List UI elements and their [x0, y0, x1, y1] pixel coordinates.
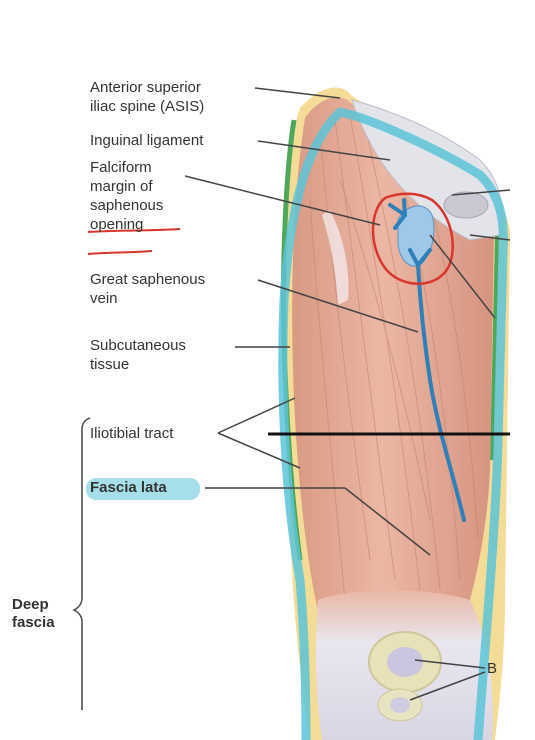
deep-fascia-bracket: [72, 417, 91, 710]
muscle-fibers: [309, 114, 479, 601]
label-great-saphenous-line1: Great saphenous: [90, 271, 206, 288]
femoral-sheath: [443, 191, 489, 219]
great-saphenous-vein: [388, 198, 466, 522]
underline-opening: [87, 250, 153, 255]
label-right-cut-b: B: [487, 660, 498, 677]
deep-fascia-line-right: [490, 234, 499, 461]
label-falciform-line1: Falciform: [90, 159, 152, 176]
label-great-saphenous-line2: vein: [90, 290, 118, 307]
fascia-lata-label-highlight: [86, 478, 200, 500]
label-fascia-lata: Fascia lata: [90, 479, 167, 496]
label-asis-line1: Anterior superior: [90, 79, 201, 96]
underline-saphenous: [87, 228, 181, 233]
fascia-lata-highlight: [278, 107, 508, 740]
label-subcutaneous-line1: Subcutaneous: [90, 337, 186, 354]
sartorius-tendon: [322, 210, 349, 305]
label-deep-line1: Deep: [12, 596, 49, 613]
label-iliotibial-tract: Iliotibial tract: [90, 425, 174, 442]
label-inguinal-ligament: Inguinal ligament: [90, 132, 204, 149]
label-falciform-line4: opening: [90, 216, 144, 233]
thigh-muscles: [292, 97, 494, 610]
saphenous-opening: [397, 205, 435, 267]
label-subcutaneous-line2: tissue: [90, 356, 130, 373]
patella-inner: [387, 647, 423, 677]
tibial-tuberosity-inner: [390, 697, 410, 713]
label-deep-line2: fascia: [12, 614, 55, 631]
label-asis-line2: iliac spine (ASIS): [90, 98, 205, 115]
label-falciform-line2: margin of: [90, 178, 153, 195]
annotation-circle: [371, 192, 454, 285]
leader-lines: [184, 87, 511, 701]
label-falciform-line3: saphenous: [90, 197, 164, 214]
